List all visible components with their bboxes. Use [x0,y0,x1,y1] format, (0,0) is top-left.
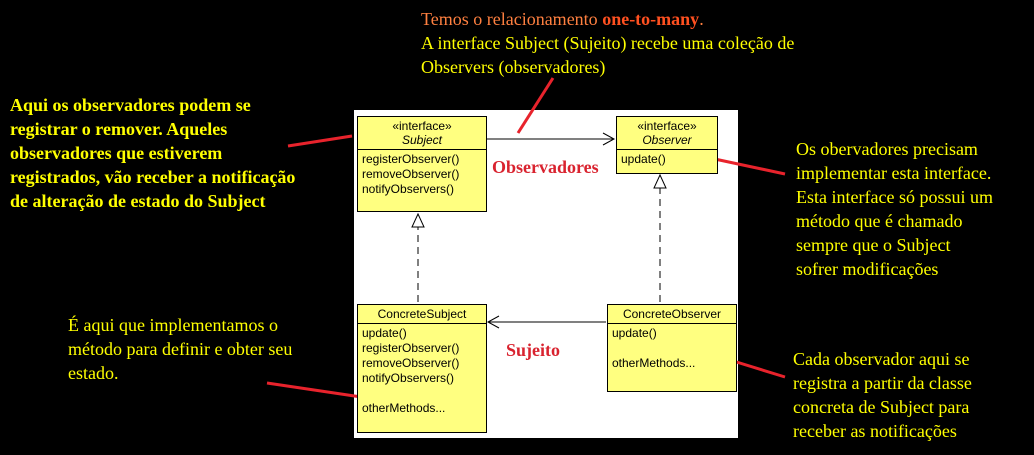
note-line: Aqui os observadores podem se [10,95,251,115]
class-name: ConcreteSubject [377,307,467,321]
note-line: de alteração de estado do Subject [10,191,266,211]
realization-arrowhead-subject [411,212,425,228]
pointer-bottom-left-note [266,381,369,400]
note-line: implementar esta interface. [796,163,992,183]
pointer-top-note [516,77,555,134]
note-line: Esta interface só possui um [796,187,993,207]
class-name: Observer [642,133,692,147]
note-line: registrar o remover. Aqueles [10,119,228,139]
note-line: observadores que estiverem [10,143,223,163]
pointer-left-note [287,134,353,148]
note-line: É aqui que implementamos o [68,315,278,335]
label-sujeito: Sujeito [506,340,560,360]
note-observer-interface: Os obervadores precisam implementar esta… [796,137,993,281]
method: notifyObservers() [362,371,455,385]
note-one-to-many: Temos o relacionamento one-to-many. A in… [421,7,794,79]
label-observadores: Observadores [492,157,599,177]
note-line: método para definir e obter seu [68,339,293,359]
stereotype-label: «interface» [637,119,697,133]
note-line: método que é chamado [796,211,963,231]
note-line: sofrer modificações [796,259,939,279]
class-observer-interface: «interface» Observer update() [616,116,718,174]
class-name: ConcreteObserver [622,307,722,321]
note-line: receber as notificações [793,421,957,441]
subject-reference-arrowhead [486,315,500,329]
class-name: Subject [401,133,443,147]
method: update() [612,326,657,340]
note-line: registrados, vão receber a notificação [10,167,296,187]
association-arrowhead [602,132,616,146]
method: registerObserver() [362,152,460,166]
method: notifyObservers() [362,182,455,196]
note-line: Cada observador aqui se [793,349,970,369]
realization-arrowhead-observer [653,173,667,189]
other-methods: otherMethods... [362,401,446,415]
method: update() [362,326,407,340]
method: removeObserver() [362,167,460,181]
method: registerObserver() [362,341,460,355]
note-line: sempre que o Subject [796,235,951,255]
note-concrete-subject: É aqui que implementamos o método para d… [68,313,292,385]
note-top-prefix: Temos o relacionamento [421,9,603,29]
method: removeObserver() [362,356,460,370]
pointer-right-note [709,156,786,176]
note-top-suffix: . [699,9,704,29]
note-subject-register: Aqui os observadores podem se registrar … [10,93,295,213]
class-concrete-subject: ConcreteSubject update() registerObserve… [357,304,487,433]
method: update() [621,152,666,166]
note-line: registra a partir da classe [793,373,972,393]
note-line: estado. [68,363,119,383]
note-line: Os obervadores precisam [796,139,978,159]
stereotype-label: «interface» [392,119,452,133]
note-top-line3: Observers (observadores) [421,57,606,77]
note-line: concreta de Subject para [793,397,970,417]
note-concrete-observer: Cada observador aqui se registra a parti… [793,347,972,443]
note-top-highlight: one-to-many [602,9,700,29]
note-top-line2: A interface Subject (Sujeito) recebe uma… [421,33,795,53]
class-concrete-observer: ConcreteObserver update() otherMethods..… [607,304,737,392]
class-subject-interface: «interface» Subject registerObserver() r… [357,116,487,212]
other-methods: otherMethods... [612,356,696,370]
